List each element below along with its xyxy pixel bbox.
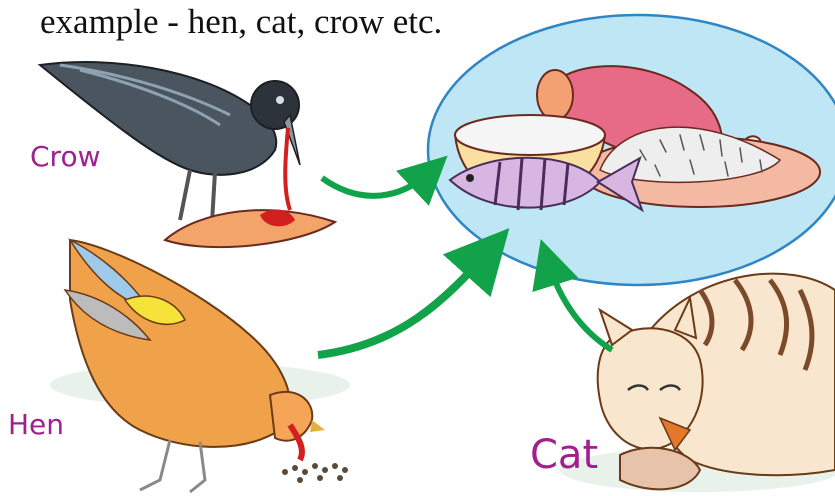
hen-illustration [50,240,350,492]
food-bubble-illustration [428,15,835,285]
crow-label: Crow [30,140,100,173]
cat-illustration [560,274,835,492]
hen-label: Hen [8,408,64,441]
arrow-crow-to-food [322,172,430,196]
cat-label: Cat [530,432,598,478]
arrow-hen-to-food [318,252,488,355]
